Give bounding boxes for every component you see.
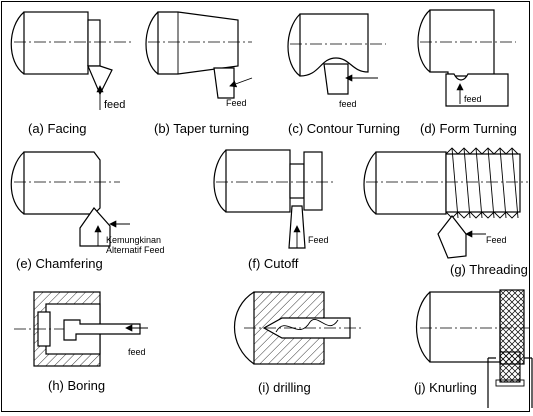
caption-cutoff: (f) Cutoff (248, 256, 299, 271)
panel-chamfering: Kemungkinan Alternatif Feed (e) Chamferi… (10, 151, 165, 271)
panel-threading: Feed (g) Threading (363, 147, 528, 277)
feed-label: feed (128, 347, 146, 357)
chuck-jaw-icon (363, 151, 377, 215)
chuck-jaw-icon (415, 291, 431, 363)
panel-contour-turning: feed (c) Contour Turning (287, 13, 400, 136)
panel-drilling: (i) drilling (234, 291, 362, 395)
workpiece (299, 13, 369, 77)
cutting-tool (87, 65, 113, 96)
caption-facing: (a) Facing (28, 121, 87, 136)
chuck-jaw-icon (287, 13, 301, 77)
caption-threading: (g) Threading (450, 262, 528, 277)
caption-taper-turning: (b) Taper turning (154, 121, 249, 136)
chuck-jaw-icon (417, 9, 431, 73)
caption-boring: (h) Boring (48, 378, 105, 393)
chuck-jaw-icon (145, 11, 159, 75)
panel-facing: feed (a) Facing (10, 11, 132, 136)
caption-form-turning: (d) Form Turning (420, 121, 517, 136)
cutting-tool (323, 63, 349, 95)
caption-knurling: (j) Knurling (414, 380, 477, 395)
knurling-tool-holder (487, 357, 533, 408)
caption-contour-turning: (c) Contour Turning (288, 121, 400, 136)
threading-tool (437, 215, 467, 259)
panel-form-turning: feed (d) Form Turning (417, 9, 517, 136)
cutting-tool (213, 67, 235, 99)
feed-label: feed (339, 99, 357, 109)
panel-cutoff: Feed (f) Cutoff (213, 149, 336, 271)
feed-label: feed (104, 99, 125, 111)
panel-boring: feed (h) Boring (14, 291, 148, 393)
panel-knurling: (j) Knurling (414, 289, 533, 408)
chuck-jaw-icon (213, 149, 227, 213)
feed-arrow (229, 77, 253, 88)
knurling-wheel (499, 351, 521, 383)
caption-chamfering: (e) Chamfering (16, 256, 103, 271)
workpiece (429, 9, 495, 77)
threaded-section (445, 153, 521, 213)
feed-label: Feed (308, 235, 329, 245)
feed-label-2: Alternatif Feed (106, 245, 165, 255)
chuck-jaw-icon (10, 11, 25, 75)
chuck-jaw-icon (234, 291, 255, 365)
feed-label: Feed (486, 235, 507, 245)
workpiece (23, 151, 101, 215)
caption-drilling: (i) drilling (258, 380, 311, 395)
boring-bar (63, 319, 141, 341)
feed-label: feed (464, 94, 482, 104)
feed-label: Feed (226, 98, 247, 108)
form-tool (445, 73, 509, 107)
panel-taper-turning: Feed (b) Taper turning (145, 11, 253, 136)
workpiece (157, 11, 239, 75)
feed-label-1: Kemungkinan (106, 235, 161, 245)
chuck-jaw-icon (10, 151, 25, 215)
